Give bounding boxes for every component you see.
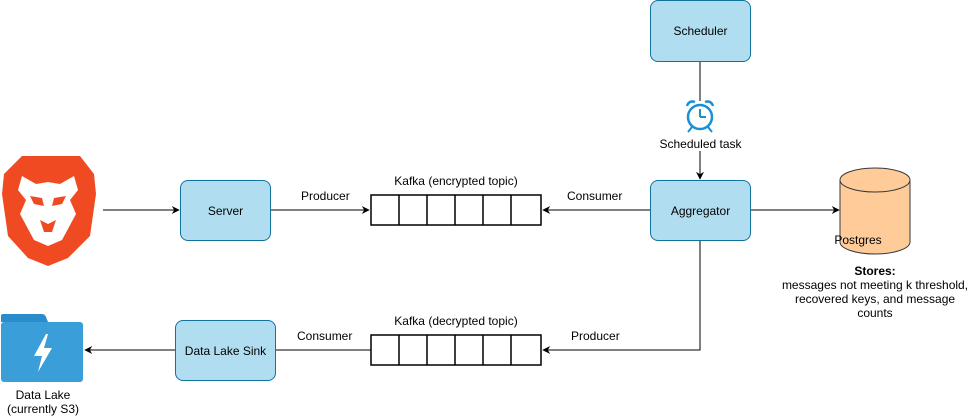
alarm-clock-icon xyxy=(685,100,715,133)
brave-lion-logo xyxy=(2,156,96,266)
server-label: Server xyxy=(207,203,244,218)
data-lake-sink-label: Data Lake Sink xyxy=(184,343,267,358)
scheduler-label: Scheduler xyxy=(673,24,728,38)
scheduler-node[interactable]: Scheduler xyxy=(650,0,751,62)
stores-line-2: recovered keys, and message xyxy=(794,292,956,306)
kafka-encrypted-title: Kafka (encrypted topic) xyxy=(394,174,518,188)
stores-line-3: counts xyxy=(857,306,893,320)
aggregator-producer-label: Producer xyxy=(571,329,620,343)
data-lake-caption: Data Lake (currently S3) xyxy=(0,388,86,416)
data-lake-subtitle: (currently S3) xyxy=(6,402,80,416)
aggregator-node[interactable]: Aggregator xyxy=(650,180,751,241)
scheduled-task-label: Scheduled task xyxy=(650,137,751,151)
data-lake-title: Data Lake xyxy=(15,388,71,402)
postgres-label: Postgres xyxy=(834,233,882,247)
edge-aggregator-to-decrypted xyxy=(542,240,701,354)
stores-note: Stores: messages not meeting k threshold… xyxy=(776,264,974,320)
server-node[interactable]: Server xyxy=(180,180,271,241)
server-producer-label: Producer xyxy=(301,189,350,203)
data-lake-sink-node[interactable]: Data Lake Sink xyxy=(175,320,276,381)
postgres-database xyxy=(839,167,911,255)
aggregator-consumer-label: Consumer xyxy=(567,189,623,203)
stores-line-1: messages not meeting k threshold, xyxy=(781,278,969,292)
stores-title: Stores: xyxy=(854,264,896,278)
kafka-decrypted-title: Kafka (decrypted topic) xyxy=(394,314,518,328)
aggregator-label: Aggregator xyxy=(670,203,731,218)
data-lake-folder-icon xyxy=(1,314,83,382)
sink-consumer-label: Consumer xyxy=(297,329,353,343)
kafka-encrypted-queue xyxy=(370,194,542,226)
kafka-decrypted-queue xyxy=(370,334,542,366)
